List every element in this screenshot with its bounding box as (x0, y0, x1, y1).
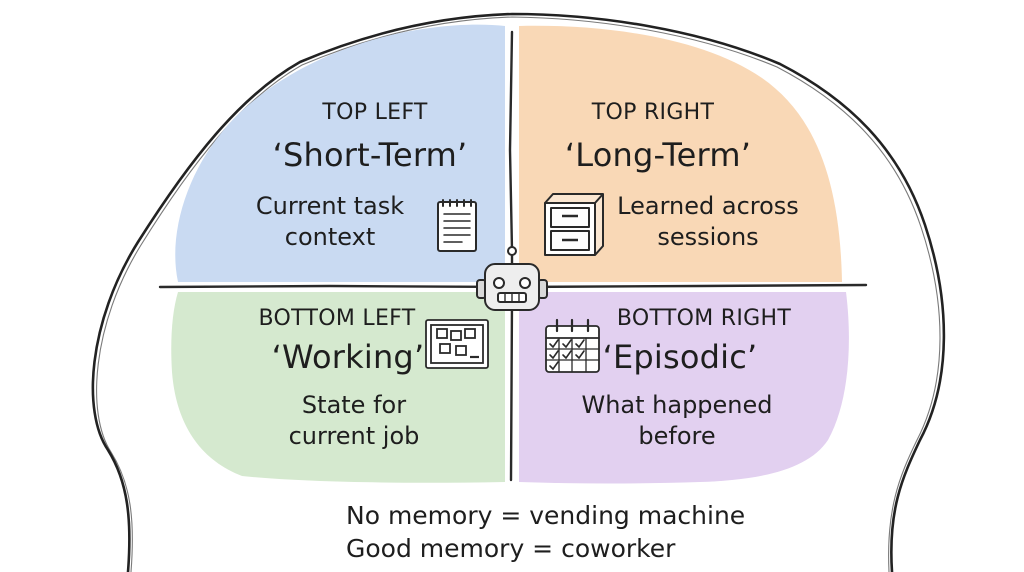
quadrant-position-top-right: TOP RIGHT (591, 100, 715, 125)
quadrant-position-bottom-right: BOTTOM RIGHT (616, 306, 792, 331)
quadrant-position-bottom-left: BOTTOM LEFT (258, 306, 416, 331)
quadrant-bottom-left (171, 292, 505, 483)
whiteboard-icon (425, 319, 489, 369)
desc-line: before (638, 422, 716, 450)
footer-line-coworker: Good memory = coworker (346, 534, 676, 563)
desc-line: sessions (657, 223, 759, 251)
desc-line: What happened (581, 391, 773, 419)
desc-line: Current task (255, 192, 405, 220)
quadrant-name-episodic: ‘Episodic’ (602, 338, 758, 376)
quadrant-desc-long-term: Learned across sessions (603, 191, 813, 253)
notepad-icon (437, 199, 477, 252)
desc-line: Learned across (617, 192, 799, 220)
quadrant-position-top-left: TOP LEFT (322, 100, 428, 125)
quadrant-desc-episodic: What happened before (565, 390, 789, 452)
footer-line-vending-machine: No memory = vending machine (346, 501, 746, 530)
quadrant-name-working: ‘Working’ (271, 338, 425, 376)
calendar-icon (545, 318, 600, 373)
desc-line: State for (301, 391, 407, 419)
head-outline (91, 12, 946, 572)
quadrant-desc-working: State for current job (264, 390, 444, 452)
head-outline-sketch (96, 16, 941, 572)
quadrant-desc-short-term: Current task context (250, 191, 410, 253)
quadrant-name-short-term: ‘Short-Term’ (272, 136, 468, 174)
robot-icon (476, 246, 548, 311)
quadrant-name-long-term: ‘Long-Term’ (564, 136, 752, 174)
quadrant-top-left (175, 24, 505, 283)
filing-cabinet-icon (544, 193, 604, 256)
desc-line: context (284, 223, 376, 251)
quadrant-bottom-right (519, 292, 849, 484)
desc-line: current job (288, 422, 420, 450)
